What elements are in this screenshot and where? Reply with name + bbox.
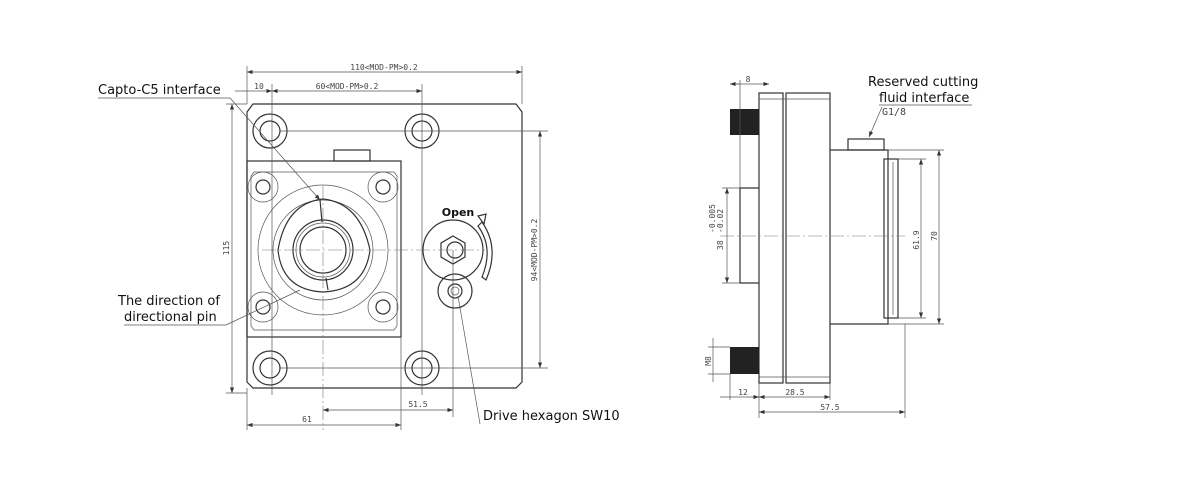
label-open: Open bbox=[442, 206, 475, 219]
label-drive-hexagon: Drive hexagon SW10 bbox=[483, 409, 620, 424]
dim-offset-left: 10 bbox=[254, 82, 264, 91]
dim-spigot-tol-upper: -0.005 bbox=[708, 204, 717, 233]
label-reserved-line1: Reserved cutting bbox=[868, 75, 978, 90]
dim-body-length: 28.5 bbox=[785, 388, 804, 397]
dim-height-total: 115 bbox=[222, 241, 231, 256]
front-flange bbox=[883, 158, 899, 319]
dim-hole-vertical: 94<MOD-PM>0.2 bbox=[530, 219, 539, 282]
dim-width-total: 110<MOD-PM>0.2 bbox=[350, 63, 418, 72]
thread-stud-bottom bbox=[730, 347, 759, 374]
dim-thread: M8 bbox=[704, 356, 713, 366]
base-plate bbox=[246, 103, 523, 389]
tab bbox=[333, 149, 371, 162]
dim-flange-outer: 70 bbox=[930, 231, 939, 241]
side-body bbox=[785, 92, 831, 384]
side-plate bbox=[758, 92, 784, 384]
dim-stud-length: 12 bbox=[738, 388, 748, 397]
label-capto-interface: Capto-C5 interface bbox=[98, 83, 221, 98]
label-direction-line2: directional pin bbox=[124, 310, 217, 325]
label-direction-line1: The direction of bbox=[117, 294, 220, 309]
label-thread-spec: G1/8 bbox=[882, 107, 906, 118]
flange-square bbox=[246, 160, 402, 338]
side-view: 8 38 -0.005 -0.02 61.9 70 M8 12 28.5 57.… bbox=[704, 75, 978, 418]
rotation-arrow-icon bbox=[477, 221, 493, 281]
fluid-port bbox=[847, 138, 885, 151]
dim-drive-offset: 51.5 bbox=[408, 400, 427, 409]
label-reserved-line2: fluid interface bbox=[879, 91, 969, 106]
flange-screws bbox=[247, 171, 399, 323]
spigot bbox=[739, 187, 759, 284]
dim-flange-inner: 61.9 bbox=[912, 230, 921, 249]
dim-spigot-tol-lower: -0.02 bbox=[716, 209, 725, 233]
thread-stud-top bbox=[730, 109, 759, 135]
dim-total-length: 57.5 bbox=[820, 403, 839, 412]
dim-spigot-dia: 38 bbox=[716, 240, 725, 250]
dim-plate-thickness: 8 bbox=[746, 75, 751, 84]
front-view: 110<MOD-PM>0.2 10 60<MOD-PM>0.2 115 94<M… bbox=[98, 63, 620, 430]
drive-mechanism bbox=[422, 213, 493, 309]
dim-square-width: 61 bbox=[302, 415, 312, 424]
dim-hole-spacing: 60<MOD-PM>0.2 bbox=[316, 82, 379, 91]
front-step bbox=[830, 149, 889, 325]
